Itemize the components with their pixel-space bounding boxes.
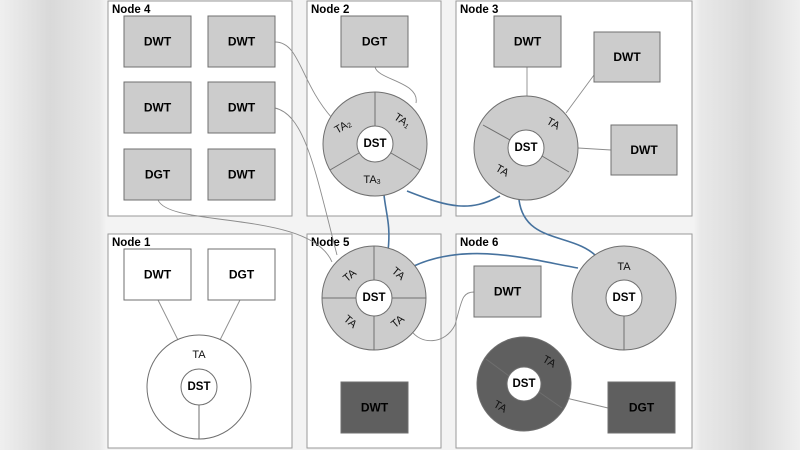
node-1-components: DWT DGT DST TA (123, 248, 276, 440)
node1-ta-label: TA (192, 349, 206, 361)
node2-ta-ring: DST TA2 TA1 TA3 (322, 91, 428, 197)
node2-dgt-label: DGT (362, 35, 388, 49)
node1-dgt-label: DGT (229, 268, 255, 282)
node4-dgt: DGT (123, 148, 192, 201)
blue-links (383, 190, 599, 269)
node6-dst-dark-label: DST (513, 378, 536, 390)
node-5-components: DST TA TA TA TA DWT (321, 245, 427, 434)
link-node3-ta-to-node6-ta (518, 199, 599, 259)
node4-dwt-1-label: DWT (144, 35, 172, 49)
wire-node5-ta-to-node6-dwt (410, 291, 475, 342)
node1-ta-ring: DST TA (146, 334, 252, 440)
node6-dwt: DWT (473, 265, 542, 318)
node-2-label: Node 2 (311, 4, 349, 16)
node1-dwt-label: DWT (144, 268, 172, 282)
node-3-label: Node 3 (460, 4, 498, 16)
node4-dwt-3: DWT (123, 81, 192, 134)
node-4-components: DWT DWT DWT DWT DGT DWT (123, 15, 276, 201)
node6-ta-light-label: TA (617, 261, 631, 273)
node1-dst-label: DST (188, 381, 211, 393)
node6-ta-ring-light: DST TA (571, 245, 677, 351)
node5-dwt-label: DWT (361, 401, 389, 415)
node3-dwt-1-label: DWT (514, 35, 542, 49)
node-6-components: DWT DST TA DST TA TA DGT (473, 245, 677, 434)
node-4-label: Node 4 (112, 4, 151, 16)
node3-dwt-3-label: DWT (630, 143, 658, 157)
node2-dst-label: DST (364, 138, 387, 150)
node4-dwt-4-label: DWT (228, 101, 256, 115)
node6-dgt-label: DGT (629, 401, 655, 415)
link-node2-ta-to-node3-ta (406, 190, 501, 207)
node4-dwt-2-label: DWT (228, 35, 256, 49)
node6-dwt-label: DWT (494, 285, 522, 299)
node4-dwt-2: DWT (207, 15, 276, 68)
node-5-label: Node 5 (311, 237, 350, 249)
node3-dwt-1: DWT (493, 15, 562, 68)
node6-dgt-dark: DGT (607, 381, 676, 434)
node4-dwt-5: DWT (207, 148, 276, 201)
node4-dwt-1: DWT (123, 15, 192, 68)
node3-dwt-2: DWT (593, 31, 661, 83)
node-3-components: DWT DWT DWT DST TA TA (473, 15, 678, 201)
wires (157, 41, 475, 342)
node-6-label: Node 6 (460, 237, 498, 249)
node-1-label: Node 1 (112, 237, 151, 249)
link-node5-ta-to-node6-ta (413, 252, 579, 269)
wire-node4-dgt-to-node5-ta (157, 199, 333, 263)
node3-dst-label: DST (515, 142, 538, 154)
node1-dgt: DGT (207, 248, 276, 301)
node4-dwt-3-label: DWT (144, 101, 172, 115)
node5-ta-ring: DST TA TA TA TA (321, 245, 427, 351)
link-node2-ta-to-node5-ta (383, 194, 390, 252)
node4-dwt-4: DWT (207, 81, 276, 134)
node3-ta-ring: DST TA TA (473, 95, 579, 201)
node3-dwt-3: DWT (610, 124, 678, 176)
node6-ta-ring-dark: DST TA TA (476, 336, 572, 432)
wire-node4-dwt-to-node5-ta (274, 107, 338, 256)
node-2-components: DGT DST TA2 TA1 TA3 (322, 15, 428, 197)
node1-dwt: DWT (123, 248, 192, 301)
node4-dgt-label: DGT (145, 168, 171, 182)
node3-dwt-2-label: DWT (613, 50, 641, 64)
node5-dwt-dark: DWT (340, 381, 409, 434)
wire-node4-dwt-to-node2-ta (274, 41, 333, 119)
wire-node2-dgt-to-ta (374, 66, 417, 104)
node2-dgt: DGT (340, 15, 409, 68)
node4-dwt-5-label: DWT (228, 168, 256, 182)
node5-dst-label: DST (363, 292, 386, 304)
node2-ta3-label: TA3 (363, 174, 380, 186)
node6-dst-light-label: DST (613, 292, 636, 304)
